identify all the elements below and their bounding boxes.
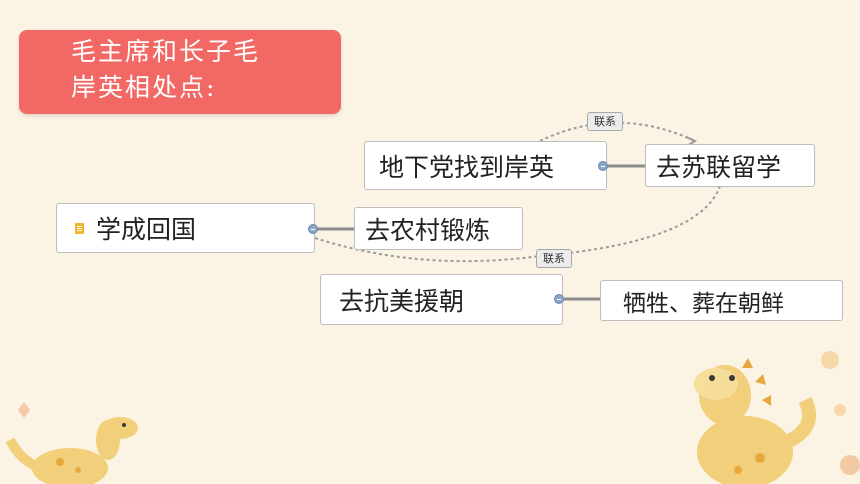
node-sacrifice-label: 牺牲、葬在朝鲜	[623, 290, 784, 317]
diagram-title: 毛主席和长子毛 岸英相处点:	[71, 34, 311, 106]
node-underground-label: 地下党找到岸英	[379, 152, 555, 182]
dinosaur-left-illustration	[5, 402, 138, 484]
node-korea-label: 去抗美援朝	[339, 286, 465, 316]
collapse-toggle-return[interactable]	[308, 224, 318, 234]
document-icon	[75, 222, 84, 234]
relation-curve-bottom	[314, 185, 721, 263]
title-box: 毛主席和长子毛 岸英相处点:	[19, 30, 341, 114]
node-underground[interactable]: 地下党找到岸英	[364, 141, 607, 190]
relation-label-bottom[interactable]: 联系	[536, 249, 572, 268]
node-korea[interactable]: 去抗美援朝	[320, 274, 563, 325]
title-line-2: 岸英相处点:	[71, 73, 217, 102]
node-village[interactable]: 去农村锻炼	[354, 207, 523, 250]
dinosaur-right-illustration	[694, 351, 860, 484]
node-return[interactable]: 学成回国	[56, 203, 315, 253]
node-sacrifice[interactable]: 牺牲、葬在朝鲜	[600, 280, 843, 321]
node-return-label: 学成回国	[96, 215, 197, 244]
collapse-toggle-korea[interactable]	[554, 294, 564, 304]
node-soviet-label: 去苏联留学	[656, 152, 782, 182]
node-soviet[interactable]: 去苏联留学	[645, 144, 815, 187]
node-village-label: 去农村锻炼	[365, 215, 491, 245]
relation-label-top[interactable]: 联系	[587, 112, 623, 131]
collapse-toggle-underground[interactable]	[598, 161, 608, 171]
title-line-1: 毛主席和长子毛	[71, 37, 261, 66]
